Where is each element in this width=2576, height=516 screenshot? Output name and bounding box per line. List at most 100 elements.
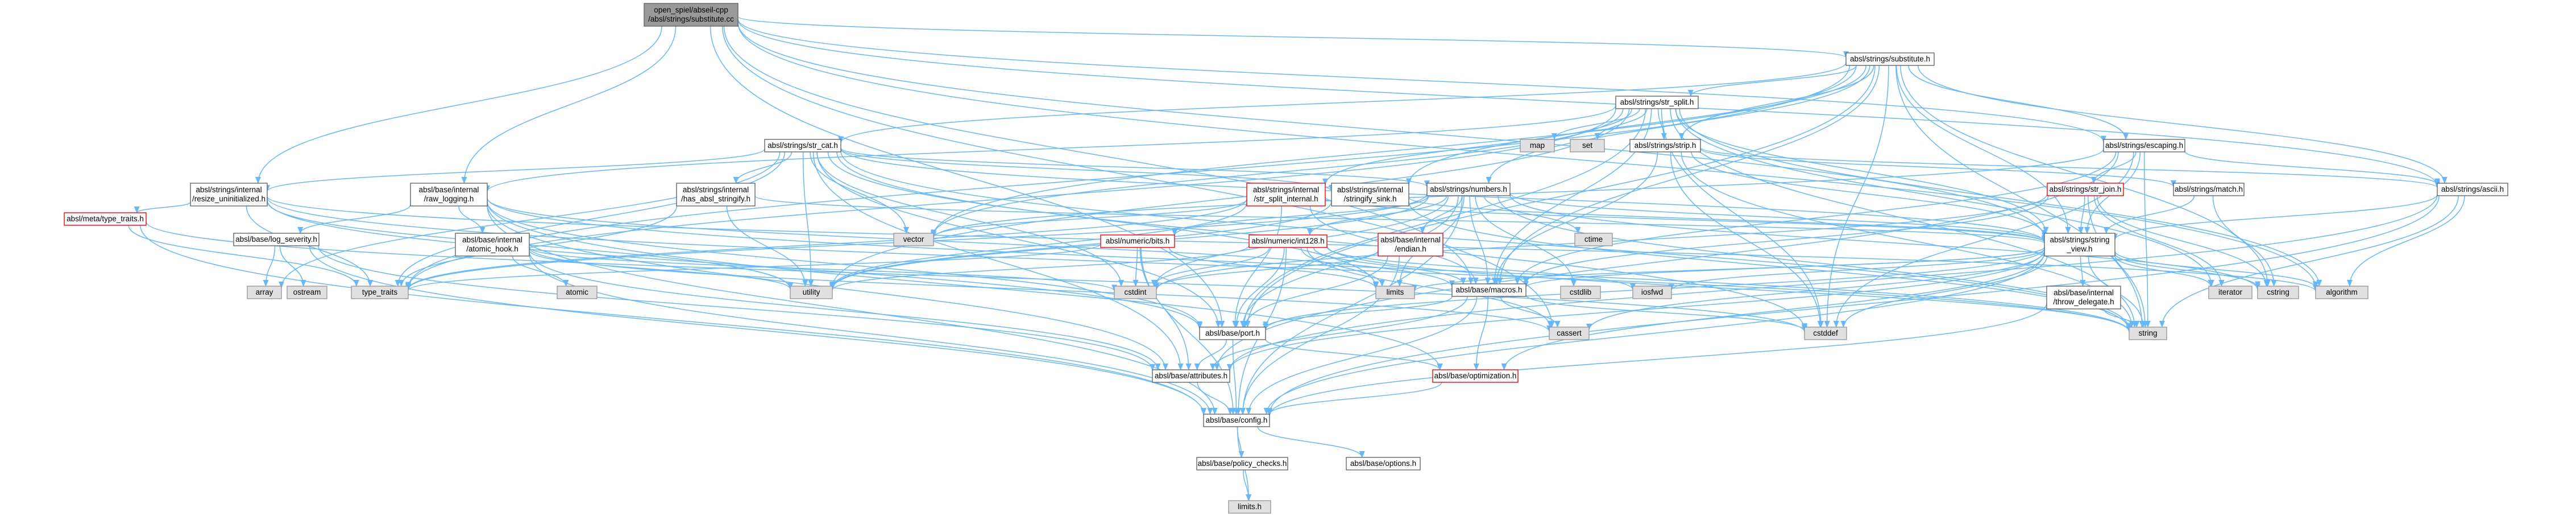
edge-atomic_hook_h-to-cstdint [529,247,1117,292]
edge-has_stringify_h-to-utility [726,205,808,287]
node-label: absl/base/attributes.h [1155,371,1227,380]
node-label: absl/strings/str_cat.h [768,141,838,150]
edge-numbers_h-to-ctime [1483,195,1581,234]
node-box [644,3,739,27]
node-box [2315,286,2368,299]
node-box [1228,500,1271,514]
node-match-h[interactable]: absl/strings/match.h [2173,183,2245,196]
edge-has_stringify_h-to-string_view_h [754,195,2047,244]
node-label: _view.h [2066,245,2092,253]
node-utility: utility [790,286,833,299]
node-macros-h[interactable]: absl/base/macros.h [1451,283,1526,297]
node-box [1248,234,1328,248]
node-vector: vector [893,233,934,246]
node-label: absl/base/log_severity.h [235,235,317,243]
node-box [557,286,598,299]
node-str-split-h[interactable]: absl/strings/str_split.h [1615,96,1699,109]
edge-escaping_h-to-macros_h [1515,151,2117,284]
node-box [1629,139,1701,152]
node-endian-h[interactable]: absl/base/internal/endian.h [1378,233,1443,257]
node-label: atomic [566,288,588,296]
node-limits: limits [1375,286,1415,299]
node-strip-h[interactable]: absl/strings/strip.h [1629,139,1701,152]
edge-str_cat_h-to-utility [802,151,814,287]
node-ctime: ctime [1574,233,1613,246]
node-string-view-h[interactable]: absl/strings/string_view.h [2044,233,2115,257]
edge-int128_h-to-iosfwd [1326,246,1636,291]
node-atomic-hook-h[interactable]: absl/base/internal/atomic_hook.h [455,233,530,257]
node-log-severity-h[interactable]: absl/base/log_severity.h [233,233,320,246]
node-ascii-h[interactable]: absl/strings/ascii.h [2437,183,2508,196]
edge-string_view_h-to-cstring [2114,253,2260,288]
node-str-join-h[interactable]: absl/strings/str_join.h [2047,183,2124,196]
node-label: cstdint [1124,288,1146,296]
node-bits-h[interactable]: absl/numeric/bits.h [1100,234,1175,248]
node-box [1804,327,1847,340]
node-label: /stringify_sink.h [1343,195,1396,203]
node-options-h[interactable]: absl/base/options.h [1346,457,1421,470]
node-escaping-h[interactable]: absl/strings/escaping.h [2103,139,2185,152]
node-attributes-h[interactable]: absl/base/attributes.h [1152,369,1230,383]
node-box [1331,183,1409,207]
node-label: absl/base/macros.h [1455,286,1522,294]
node-box [1560,286,1601,299]
node-label: vector [903,235,924,243]
node-box [1346,457,1421,470]
node-throw-delegate-h[interactable]: absl/base/internal/throw_delegate.h [2046,286,2121,309]
edge-str_split_internal_h-to-utility [829,203,1247,289]
node-box [764,139,841,152]
node-array: array [247,286,282,299]
edge-raw_logging_h-to-macros_h [487,198,1455,288]
node-box [287,286,327,299]
node-map: map [1520,139,1555,152]
edge-str_cat_h-to-numbers_h [840,147,1430,188]
edge-macros_h-to-optimization_h [1473,296,1488,370]
node-numbers-h[interactable]: absl/strings/numbers.h [1426,183,1511,196]
edge-macros_h-to-port_h [1263,296,1453,329]
edge-int128_h-to-utility [829,245,1250,291]
edge-str_cat_h-to-attributes_h [812,151,1184,370]
edge-resize_uninit_h-to-string [267,197,2132,333]
edge-string_view_h-to-iterator [2114,255,2214,287]
node-box [2129,327,2167,340]
node-stringify-sink-h[interactable]: absl/strings/internal/stringify_sink.h [1331,183,1409,207]
edge-string_view_h-to-algorithm [2114,251,2318,288]
node-label: /throw_delegate.h [2053,298,2114,306]
node-label: /has_absl_stringify.h [681,195,750,203]
edge-int128_h-to-port_h [1233,247,1285,328]
node-box [2437,183,2508,196]
node-label: absl/strings/str_join.h [2050,185,2122,193]
edge-match_h-to-string_view_h [2103,195,2195,234]
node-box [2103,139,2185,152]
node-policy-checks-h[interactable]: absl/base/policy_checks.h [1196,457,1288,470]
edge-str_split_h-to-map [1552,108,1640,141]
edge-int128_h-to-cstdint [1151,247,1270,287]
edge-resize_uninit_h-to-type_traits_h [134,201,191,213]
edge-root-to-raw_logging_h [461,26,677,184]
node-optimization-h[interactable]: absl/base/optimization.h [1432,369,1519,383]
node-str-split-internal-h[interactable]: absl/strings/internal/str_split_internal… [1246,183,1326,207]
node-config-h[interactable]: absl/base/config.h [1203,414,1270,427]
edge-stringify_sink_h-to-utility [829,201,1332,290]
node-port-h[interactable]: absl/base/port.h [1199,327,1266,340]
node-box [1632,286,1672,299]
node-label: absl/base/internal [2054,288,2114,297]
node-box [2046,286,2121,309]
edge-numbers_h-to-int128_h [1306,195,1447,236]
node-raw-logging-h[interactable]: absl/base/internal/raw_logging.h [410,183,488,207]
edge-throw_delegate_h-to-string [2104,308,2140,328]
edge-string_view_h-to-config_h [1263,251,2045,415]
node-resize-uninit-h[interactable]: absl/strings/internal/resize_uninitializ… [190,183,268,207]
node-int128-h[interactable]: absl/numeric/int128.h [1248,234,1328,248]
node-str-cat-h[interactable]: absl/strings/str_cat.h [764,139,841,152]
edge-str_split_h-to-iterator [1675,108,2214,287]
node-label: cstddef [1813,329,1838,337]
node-box [1375,286,1415,299]
node-substitute-h[interactable]: absl/strings/substitute.h [1845,52,1935,66]
node-type-traits-h[interactable]: absl/meta/type_traits.h [64,212,147,226]
node-box [1152,369,1230,383]
edge-numbers_h-to-endian_h [1420,195,1463,234]
node-has-stringify-h[interactable]: absl/strings/internal/has_absl_stringify… [676,183,756,207]
edge-match_h-to-cstring [2212,195,2277,287]
